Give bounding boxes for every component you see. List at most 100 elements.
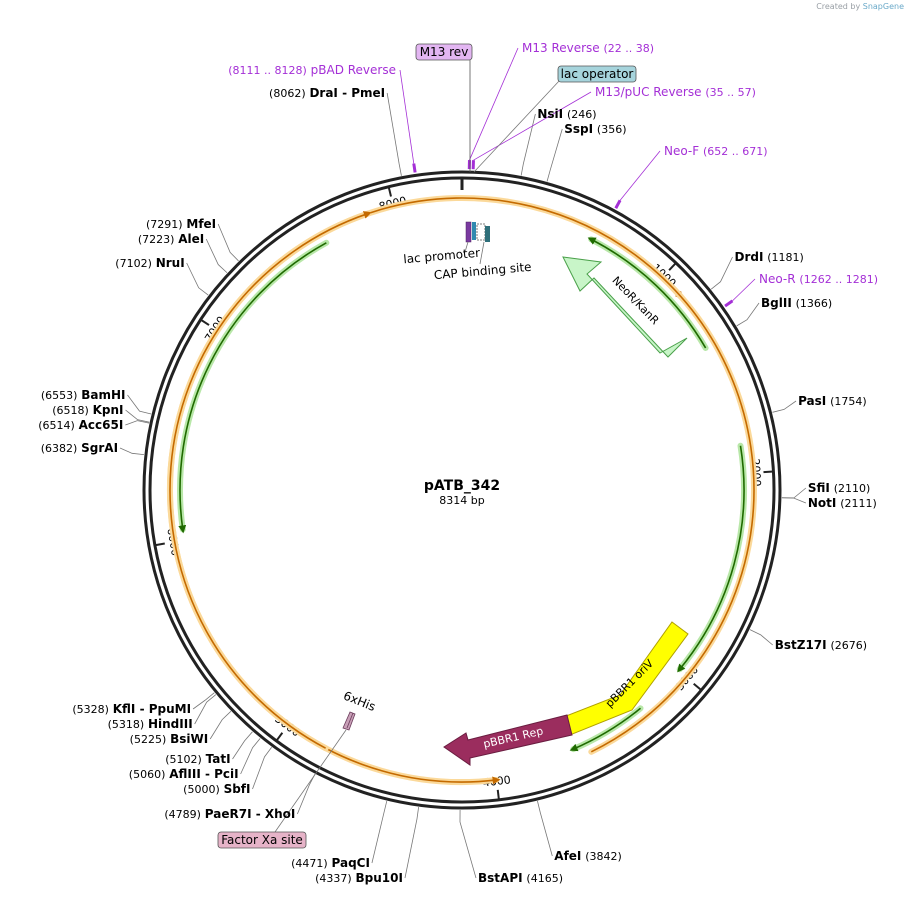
primer-label[interactable]: (8111 .. 8128) pBAD Reverse — [228, 63, 396, 77]
primer-mark[interactable] — [614, 199, 622, 209]
site-leader — [252, 746, 272, 790]
site-label[interactable]: (5318) HindIII — [108, 717, 193, 731]
factor-xa-label: Factor Xa site — [221, 833, 303, 847]
green-feature-arrow[interactable] — [569, 707, 642, 752]
site-position: (5328) — [72, 703, 109, 716]
site-label[interactable]: (6553) BamHI — [41, 388, 126, 402]
site-label[interactable]: SspI (356) — [564, 122, 626, 136]
site-name: BsiWI — [170, 732, 208, 746]
cap-leader — [479, 241, 485, 265]
primer-label[interactable]: M13 Reverse (22 .. 38) — [522, 41, 654, 55]
lac-operator-feature[interactable] — [472, 222, 476, 240]
site-label[interactable]: (8062) DraI - PmeI — [269, 86, 385, 100]
site-label[interactable]: (5328) KflI - PpuMI — [72, 702, 191, 716]
tick-mark — [154, 542, 165, 547]
site-label[interactable]: (6382) SgrAI — [41, 441, 118, 455]
factor-xa-box[interactable] — [217, 831, 307, 849]
site-label[interactable]: AfeI (3842) — [554, 849, 622, 863]
site-position: (6514) — [38, 419, 75, 432]
primer-mark[interactable] — [724, 299, 734, 308]
site-label[interactable]: PasI (1754) — [798, 394, 867, 408]
green-feature-arrow[interactable] — [178, 242, 327, 534]
m13-rev-box[interactable] — [415, 43, 473, 61]
site-label[interactable]: (4471) PaqCI — [291, 856, 370, 870]
factor-xa-feature — [346, 712, 354, 729]
green-feature-arrow[interactable] — [587, 237, 707, 349]
site-name: BstZ17I — [775, 638, 827, 652]
site-name: KflI - PpuMI — [113, 702, 191, 716]
site-leader — [186, 262, 209, 296]
site-leader — [404, 806, 420, 879]
site-name: SbfI — [224, 782, 251, 796]
site-position: (2676) — [830, 639, 867, 652]
pbbr1-rep-feature[interactable] — [443, 714, 573, 766]
site-label[interactable]: (7291) MfeI — [146, 217, 216, 231]
primer-name: M13 Reverse — [522, 41, 600, 55]
site-label[interactable]: (5000) SbfI — [183, 782, 250, 796]
site-label[interactable]: BstAPI (4165) — [478, 871, 563, 885]
primer-label[interactable]: Neo-F (652 .. 671) — [664, 144, 768, 158]
6xhis-feature[interactable] — [342, 711, 356, 731]
site-position: (4471) — [291, 857, 328, 870]
site-label[interactable]: (5060) AflIII - PciI — [129, 767, 239, 781]
site-name: DrdI — [735, 250, 764, 264]
site-label[interactable]: NotI (2111) — [808, 496, 877, 510]
primer-range: (652 .. 671) — [703, 145, 768, 158]
snapgene-logo: SnapGene — [863, 2, 904, 11]
site-position: (7102) — [115, 257, 152, 270]
primer-label[interactable]: Neo-R (1262 .. 1281) — [759, 272, 878, 286]
tick-mark — [693, 682, 702, 691]
feature-arrows — [167, 195, 757, 785]
site-name: NotI — [808, 496, 837, 510]
site-label[interactable]: (6514) Acc65I — [38, 418, 123, 432]
lac-promoter-leader — [464, 241, 469, 253]
primer-label[interactable]: M13/pUC Reverse (35 .. 57) — [595, 85, 756, 99]
site-position: (2111) — [840, 497, 877, 510]
site-label[interactable]: (4337) Bpu10I — [315, 871, 403, 885]
site-position: (1754) — [830, 395, 867, 408]
primer-mark[interactable] — [412, 163, 417, 173]
site-name: PaeR7I - XhoI — [205, 807, 296, 821]
site-label[interactable]: (7102) NruI — [115, 256, 184, 270]
site-label[interactable]: SfiI (2110) — [808, 481, 870, 495]
site-leader — [297, 774, 316, 815]
lac-operator-box[interactable] — [557, 65, 637, 83]
site-label[interactable]: DrdI (1181) — [735, 250, 804, 264]
site-position: (2110) — [834, 482, 871, 495]
site-label[interactable]: (4789) PaeR7I - XhoI — [164, 807, 295, 821]
site-label[interactable]: NsiI (246) — [537, 107, 596, 121]
site-position: (6382) — [41, 442, 78, 455]
lac-promoter-feature[interactable] — [465, 221, 472, 243]
site-position: (5102) — [165, 753, 202, 766]
orange-feature-arrow[interactable] — [169, 211, 372, 749]
site-name: BstAPI — [478, 871, 523, 885]
site-name: DraI - PmeI — [309, 86, 385, 100]
site-label[interactable]: BstZ17I (2676) — [775, 638, 867, 652]
site-leader — [386, 92, 402, 176]
site-leader — [125, 420, 150, 426]
site-label[interactable]: (5102) TatI — [165, 752, 230, 766]
site-position: (6553) — [41, 389, 78, 402]
green-feature-arrow[interactable] — [677, 445, 745, 673]
site-leader — [459, 809, 477, 879]
neor-kanr-feature[interactable] — [562, 256, 688, 358]
primer-labels: M13 Reverse (22 .. 38) M13/pUC Reverse (3… — [228, 41, 878, 286]
site-label[interactable]: (6518) KpnI — [52, 403, 123, 417]
site-name: SgrAI — [81, 441, 118, 455]
primer-marks — [399, 47, 756, 308]
cap-binding-feature[interactable] — [476, 223, 486, 241]
lac-operator-leader — [473, 79, 561, 173]
primer-name: pBAD Reverse — [311, 63, 396, 77]
site-label[interactable]: (7223) AleI — [138, 232, 204, 246]
site-name: BamHI — [81, 388, 125, 402]
site-name: Acc65I — [79, 418, 124, 432]
site-leader — [192, 692, 215, 710]
site-name: MfeI — [186, 217, 216, 231]
site-leader-lines — [119, 92, 807, 879]
site-label[interactable]: (5225) BsiWI — [130, 732, 209, 746]
site-label[interactable]: BglII (1366) — [761, 296, 832, 310]
primer-leader — [469, 47, 519, 161]
site-leader — [710, 256, 733, 290]
site-name: BglII — [761, 296, 792, 310]
m13-rev-label: M13 rev — [420, 45, 469, 59]
